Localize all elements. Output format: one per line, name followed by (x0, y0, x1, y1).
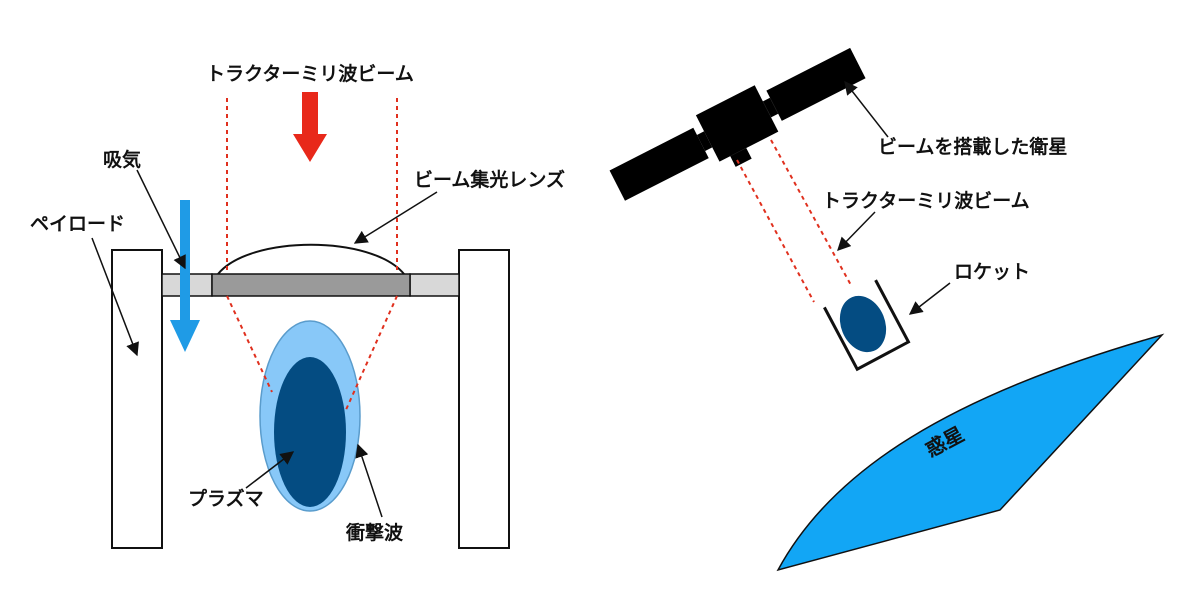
beam-lines-left (226, 98, 398, 413)
leader-lines-left (91, 169, 438, 518)
leader-intake (136, 169, 186, 270)
right-mission-diagram: ビームを搭載した衛星 トラクターミリ波ビーム ロケット 惑星 (609, 47, 1165, 572)
satellite-label: ビームを搭載した衛星 (878, 135, 1067, 158)
intake-slot-right (409, 273, 460, 297)
beam-label-left: トラクターミリ波ビーム (206, 62, 414, 85)
leader-shockwave (355, 443, 383, 518)
shockwave-label: 衝撃波 (345, 521, 404, 544)
down-arrow-icon (170, 200, 200, 352)
leader-rocket (908, 282, 951, 315)
leader-payload (91, 237, 139, 357)
beam-focusing-lens (217, 243, 405, 275)
lens-label: ビーム集光レンズ (414, 168, 565, 191)
leader-lens (353, 191, 438, 244)
leader-plasma (245, 451, 295, 489)
leader-beam-right (837, 211, 876, 251)
planet-shape (776, 333, 1165, 572)
rocket-label: ロケット (954, 261, 1030, 283)
payload-wall-right (458, 249, 510, 549)
plasma-ellipse (274, 357, 346, 507)
left-engine-diagram: トラクターミリ波ビーム 吸気 ペイロード ビーム集光レンズ プラズマ 衝撃波 (30, 62, 565, 549)
lens-body (211, 273, 411, 297)
satellite-icon (609, 47, 866, 201)
rocket-icon (823, 279, 911, 372)
beam-label-right: トラクターミリ波ビーム (822, 189, 1030, 212)
leader-lines-right (837, 80, 951, 315)
rocket-plasma-icon (839, 295, 887, 353)
payload-wall-left (111, 249, 163, 549)
plasma-label: プラズマ (188, 487, 264, 510)
intake-label: 吸気 (103, 148, 141, 171)
payload-label: ペイロード (30, 213, 125, 235)
leader-satellite (844, 80, 889, 138)
beam-lines-right (736, 139, 853, 303)
down-arrow-icon (293, 92, 327, 162)
